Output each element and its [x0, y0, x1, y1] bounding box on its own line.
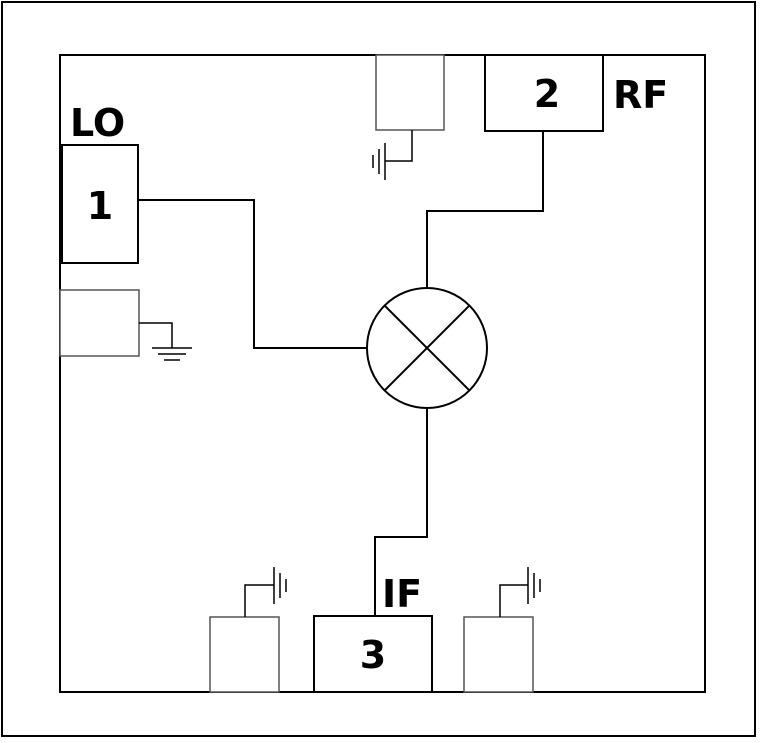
if-pad — [313, 615, 433, 693]
ground-symbol-top — [372, 130, 413, 180]
ground-symbol-left — [139, 322, 192, 361]
rf-pad-number: 2 — [533, 72, 561, 116]
ground-symbol-bottom-left — [244, 567, 287, 617]
rf-wire — [426, 131, 544, 288]
if-port-label: IF — [382, 572, 423, 616]
if-wire — [374, 408, 428, 616]
ground-pad-bottom-left — [209, 616, 280, 693]
if-pad-number: 3 — [359, 633, 387, 677]
lo-pad — [61, 144, 139, 264]
ground-pad-left — [59, 289, 140, 357]
lo-port-label: LO — [70, 101, 126, 145]
mixer-symbol — [366, 287, 488, 409]
ground-pad-bottom-right — [463, 616, 534, 693]
ground-pad-top — [375, 54, 445, 131]
lo-wire — [138, 199, 367, 349]
lo-pad-number: 1 — [86, 184, 114, 228]
rf-port-label: RF — [613, 73, 669, 117]
ground-symbol-bottom-right — [499, 567, 541, 617]
